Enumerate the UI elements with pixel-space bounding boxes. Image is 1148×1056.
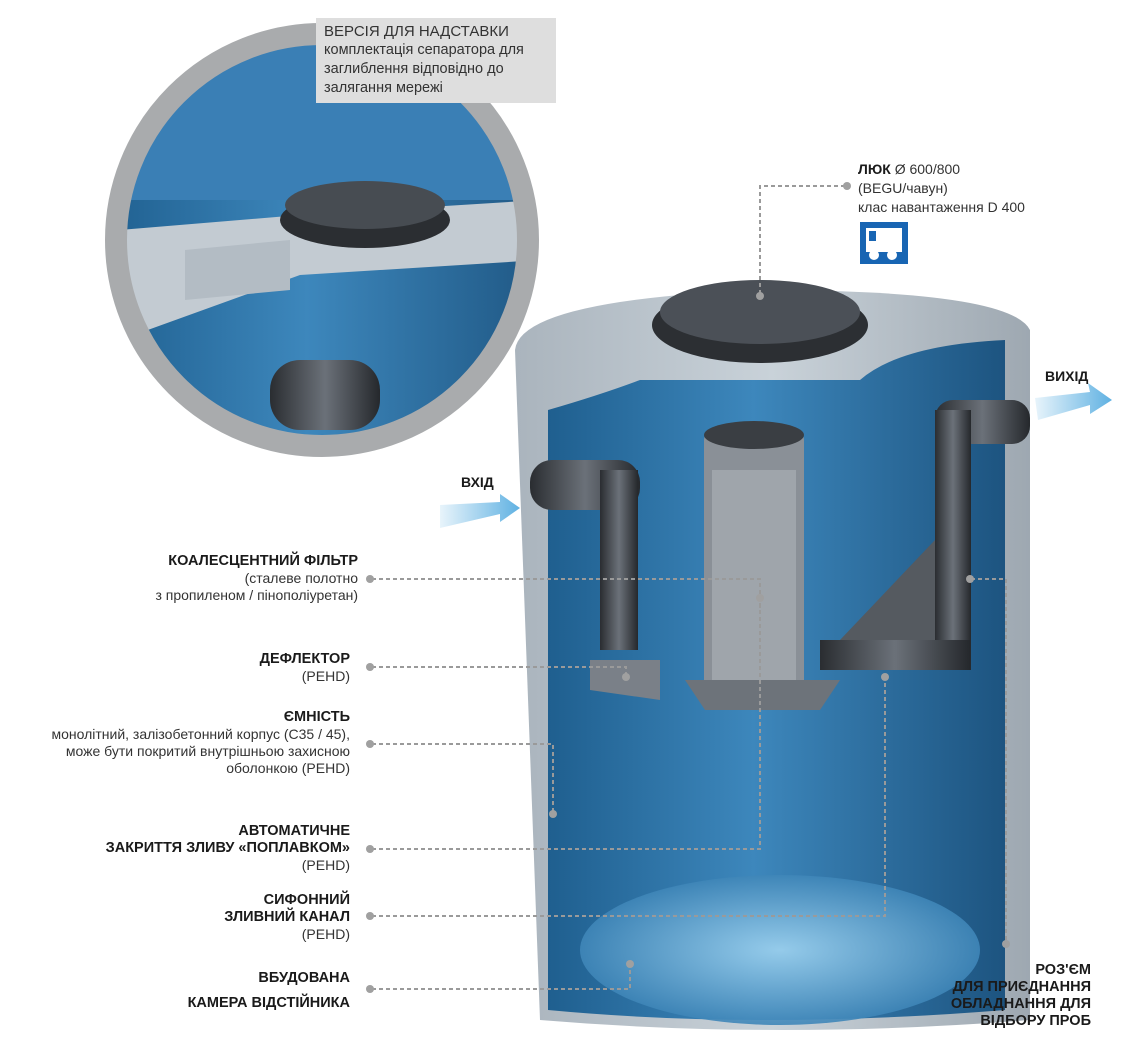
inset-line: комплектація сепаратора для — [324, 42, 524, 58]
label-float-closure: АВТОМАТИЧНЕ ЗАКРИТТЯ ЗЛИВУ «ПОПЛАВКОМ» (… — [106, 823, 350, 874]
outlet-label: ВИХІД — [1045, 368, 1089, 384]
coalescent-filter — [685, 421, 840, 710]
label-deflector: ДЕФЛЕКТОР (PEHD) — [260, 651, 350, 685]
label-title: ЗАКРИТТЯ ЗЛИВУ «ПОПЛАВКОМ» — [105, 840, 350, 856]
label-title: СИФОННИЙ — [263, 892, 350, 908]
label-title: КАМЕРА ВІДСТІЙНИКА — [187, 995, 350, 1011]
label-title: КОАЛЕСЦЕНТНИЙ ФІЛЬТР — [168, 553, 358, 569]
leader-lines — [372, 185, 1007, 990]
label-title: ВБУДОВАНА — [258, 970, 350, 986]
label-text: монолітний, залізобетонний корпус (C35 /… — [51, 726, 350, 742]
inlet-label: ВХІД — [461, 474, 494, 490]
label-siphon-channel: СИФОННИЙ ЗЛИВНИЙ КАНАЛ (PEHD) — [224, 892, 350, 943]
label-tank: ЄМНІСТЬ монолітний, залізобетонний корпу… — [51, 709, 350, 777]
label-text: (PEHD) — [301, 857, 350, 873]
label-title: РОЗ'ЄМ — [1035, 962, 1091, 978]
inset-line: заглиблення відповідно до — [324, 61, 504, 77]
hatch-size: Ø 600/800 — [894, 161, 961, 177]
leader-dots — [366, 182, 1010, 993]
label-text: оболонкою (PEHD) — [226, 760, 350, 776]
label-sampling-connector: РОЗ'ЄМ ДЛЯ ПРИЄДНАННЯ ОБЛАДНАННЯ ДЛЯ ВІД… — [951, 962, 1091, 1030]
label-text: (PEHD) — [301, 926, 350, 942]
hatch-material: (BEGU/чавун) — [858, 180, 948, 196]
hatch-label: ЛЮК Ø 600/800 (BEGU/чавун) клас навантаж… — [858, 160, 1025, 217]
inset-circle — [105, 23, 539, 457]
label-title: ДЕФЛЕКТОР — [259, 651, 350, 667]
label-text: (сталеве полотно — [244, 570, 358, 586]
truck-icon — [860, 222, 908, 264]
label-text: з пропиленом / пінополіуретан) — [155, 587, 358, 603]
hatch-load-class: клас навантаження D 400 — [858, 199, 1025, 215]
label-title: ОБЛАДНАННЯ ДЛЯ — [950, 996, 1091, 1012]
outlet-arrow — [1035, 383, 1112, 420]
label-coalescent-filter: КОАЛЕСЦЕНТНИЙ ФІЛЬТР (сталеве полотно з … — [155, 553, 358, 604]
hatch-title: ЛЮК — [858, 161, 891, 177]
outlet-pipe — [820, 400, 1030, 670]
label-title: АВТОМАТИЧНЕ — [238, 823, 350, 839]
label-text: (PEHD) — [301, 668, 350, 684]
label-text: може бути покритий внутрішньою захисною — [65, 743, 350, 759]
label-title: ДЛЯ ПРИЄДНАННЯ — [952, 979, 1091, 995]
inlet-arrow — [440, 494, 520, 528]
label-title: ЗЛИВНИЙ КАНАЛ — [224, 909, 350, 925]
inset-info-box: ВЕРСІЯ ДЛЯ НАДСТАВКИ комплектація сепара… — [316, 18, 556, 103]
label-sludge-chamber: ВБУДОВАНА КАМЕРА ВІДСТІЙНИКА — [188, 966, 350, 1016]
inset-line: залягання мережі — [324, 80, 443, 96]
inset-title: ВЕРСІЯ ДЛЯ НАДСТАВКИ — [324, 23, 509, 40]
label-title: ВІДБОРУ ПРОБ — [980, 1013, 1091, 1029]
label-title: ЄМНІСТЬ — [283, 709, 350, 725]
